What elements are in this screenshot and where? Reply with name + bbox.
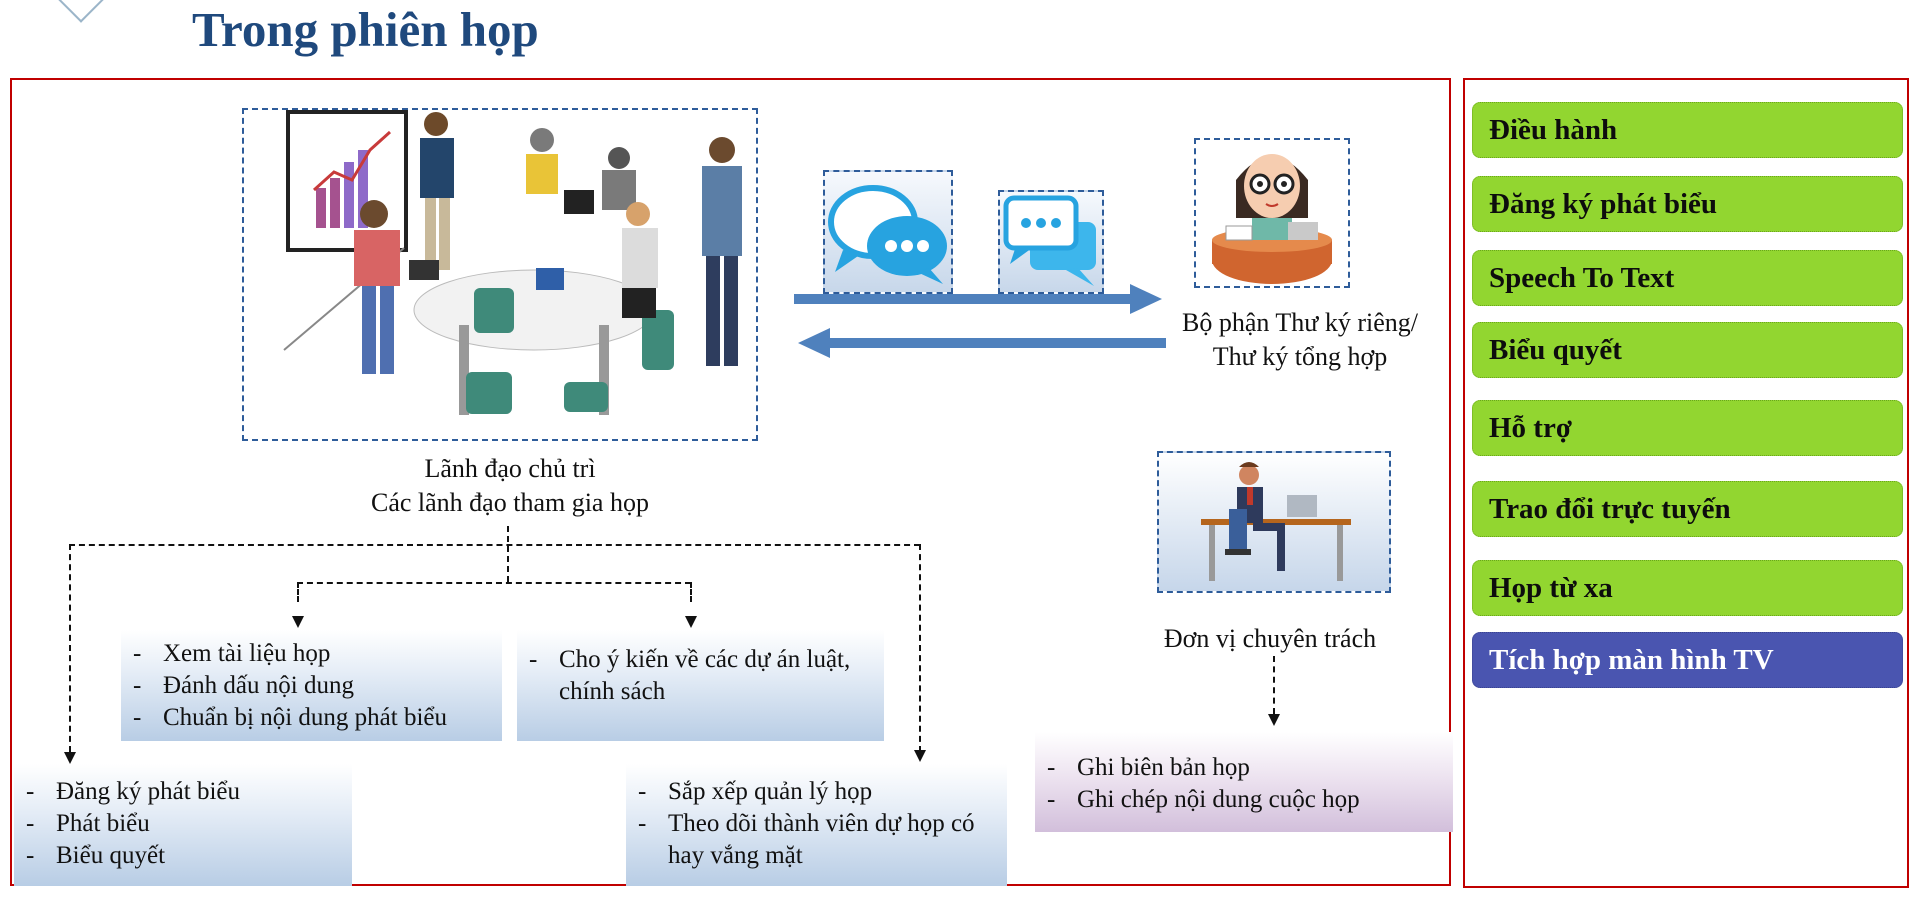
- menu-item-trao-doi-truc-tuyen[interactable]: Trao đổi trực tuyến: [1472, 481, 1903, 537]
- minutes-box: Ghi biên bản họp Ghi chép nội dung cuộc …: [1035, 732, 1453, 832]
- corner-decoration: [51, 0, 111, 23]
- connector: [690, 582, 692, 602]
- secretary-label: Bộ phận Thư ký riêng/ Thư ký tổng hợp: [1150, 306, 1450, 374]
- page-title: Trong phiên họp: [192, 2, 539, 57]
- list-item: Cho ý kiến về các dự án luật, chính sách: [517, 644, 872, 708]
- list-item: Ghi biên bản họp: [1035, 752, 1453, 784]
- list-item: Sắp xếp quản lý họp: [626, 776, 989, 808]
- list-item: Đăng ký phát biểu: [14, 776, 352, 808]
- connector-arrow: [64, 752, 76, 764]
- office-worker-illustration: [1157, 451, 1391, 593]
- list-item: Đánh dấu nội dung: [121, 670, 502, 702]
- connector: [69, 544, 920, 546]
- meeting-icon: [283, 110, 742, 415]
- connector: [919, 544, 921, 752]
- message-bubbles-icon: [998, 190, 1104, 294]
- list-item: Ghi chép nội dung cuộc họp: [1035, 784, 1453, 816]
- list-item: Biểu quyết: [14, 840, 352, 872]
- opinions-box: Cho ý kiến về các dự án luật, chính sách: [517, 630, 884, 741]
- menu-item-dang-ky-phat-bieu[interactable]: Đăng ký phát biểu: [1472, 176, 1903, 232]
- list-item: Theo dõi thành viên dự họp có hay vắng m…: [626, 808, 989, 872]
- connector: [507, 526, 509, 582]
- management-box: Sắp xếp quản lý họp Theo dõi thành viên …: [626, 764, 1007, 886]
- connector-arrow: [685, 616, 697, 628]
- connector: [69, 544, 71, 752]
- list-item: Phát biểu: [14, 808, 352, 840]
- feature-menu-frame: [1463, 78, 1909, 888]
- specialist-unit-label: Đơn vị chuyên trách: [1163, 624, 1377, 653]
- connector-arrow: [1268, 714, 1280, 726]
- secretary-label-line2: Thư ký tổng hợp: [1212, 342, 1388, 371]
- connector-arrow: [292, 616, 304, 628]
- connector-arrow: [914, 750, 926, 762]
- connector: [1273, 656, 1275, 714]
- documents-box: Xem tài liệu họp Đánh dấu nội dung Chuẩn…: [121, 630, 502, 741]
- leaders-label-line2: Các lãnh đạo tham gia họp: [371, 488, 649, 517]
- connector: [297, 582, 691, 584]
- connector: [297, 582, 299, 602]
- leaders-label-line1: Lãnh đạo chủ trì: [424, 454, 596, 483]
- menu-item-hop-tu-xa[interactable]: Họp từ xa: [1472, 560, 1903, 616]
- menu-item-ho-tro[interactable]: Hỗ trợ: [1472, 400, 1903, 456]
- menu-item-speech-to-text[interactable]: Speech To Text: [1472, 250, 1903, 306]
- menu-item-dieu-hanh[interactable]: Điều hành: [1472, 102, 1903, 158]
- leaders-label: Lãnh đạo chủ trì Các lãnh đạo tham gia h…: [300, 452, 720, 520]
- exchange-arrows: [794, 284, 1166, 358]
- speaking-box: Đăng ký phát biểu Phát biểu Biểu quyết: [14, 764, 352, 886]
- secretary-avatar: [1194, 138, 1350, 288]
- meeting-illustration: [242, 108, 758, 441]
- menu-item-tich-hop-man-hinh-tv[interactable]: Tích hợp màn hình TV: [1472, 632, 1903, 688]
- menu-item-bieu-quyet[interactable]: Biểu quyết: [1472, 322, 1903, 378]
- list-item: Xem tài liệu họp: [121, 638, 502, 670]
- list-item: Chuẩn bị nội dung phát biểu: [121, 702, 502, 734]
- chat-bubbles-icon: [823, 170, 953, 294]
- secretary-label-line1: Bộ phận Thư ký riêng/: [1181, 308, 1419, 337]
